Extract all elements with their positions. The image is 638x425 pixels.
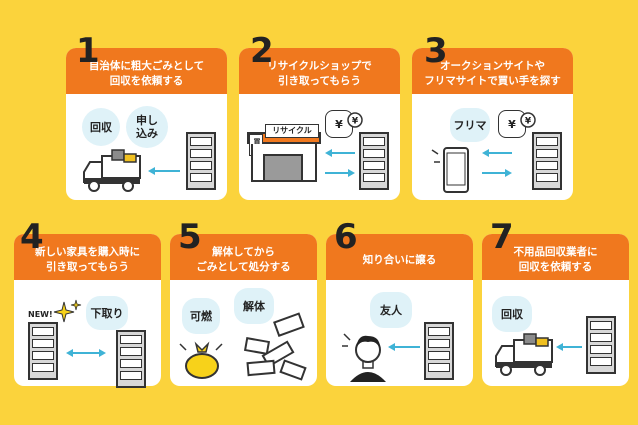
card-4-sparkle-icon	[53, 299, 82, 323]
card-7-bubble-collect: 回収	[492, 296, 532, 332]
card-6-person-icon	[342, 333, 386, 382]
card-6-number: 6	[334, 217, 358, 257]
card-2-fridge-icon	[359, 132, 389, 190]
card-6-arrow-icon	[388, 343, 420, 351]
card-4-bubble-tradein: 下取り	[86, 296, 128, 330]
card-4-swap-arrow-icon	[66, 349, 106, 357]
card-3-bubble-flea: フリマ	[450, 108, 490, 142]
svg-text:¥: ¥	[352, 117, 359, 127]
card-7-title-line1: 不用品回収業者に	[513, 246, 598, 258]
card-4-new-fridge-icon	[28, 322, 58, 380]
card-4-header: 新しい家具を購入時に 引き取ってもらう	[14, 234, 161, 280]
card-3-arrow-left-icon	[482, 149, 512, 157]
svg-text:¥: ¥	[525, 117, 532, 127]
card-5-bubble-burnable: 可燃	[182, 298, 220, 334]
card-3-smartphone-icon	[431, 147, 469, 193]
card-5-bubble-dismantle: 解体	[234, 288, 274, 324]
card-5-number: 5	[178, 217, 202, 257]
card-4-old-fridge-icon	[116, 330, 146, 388]
card-2-arrow-right-icon	[325, 169, 355, 177]
card-6-header: 知り合いに譲る	[326, 234, 473, 280]
card-1: 自治体に粗大ごみとして 回収を依頼する 回収 申し 込み	[66, 48, 227, 200]
card-3-number: 3	[424, 31, 448, 71]
card-2-title-line1: リサイクルショップで	[267, 60, 372, 72]
card-4-number: 4	[20, 217, 44, 257]
card-1-title-line2: 回収を依頼する	[109, 75, 184, 87]
card-7: 不用品回収業者に 回収を依頼する 回収	[482, 234, 629, 386]
card-1-number: 1	[76, 31, 100, 71]
card-7-arrow-icon	[556, 343, 582, 351]
card-6-fridge-icon	[424, 322, 454, 380]
card-1-bubble-collect: 回収	[82, 108, 120, 146]
card-4: 新しい家具を購入時に 引き取ってもらう NEW! 下取り	[14, 234, 161, 388]
card-3: オークションサイトや フリマサイトで買い手を探す フリマ ¥ ¥	[412, 48, 573, 200]
card-3-header: オークションサイトや フリマサイトで買い手を探す	[412, 48, 573, 94]
card-4-title-line2: 引き取ってもらう	[46, 261, 129, 273]
card-4-title-line1: 新しい家具を購入時に	[35, 246, 140, 258]
card-2-title-line2: 引き取ってもらう	[278, 75, 361, 87]
card-6: 知り合いに譲る 友人	[326, 234, 473, 386]
card-3-arrow-right-icon	[482, 169, 512, 177]
card-2-coin-icon: ¥	[347, 112, 363, 128]
card-3-fridge-icon	[532, 132, 562, 190]
card-5-broken-furniture-icon	[243, 312, 307, 381]
card-1-fridge-icon	[186, 132, 216, 190]
card-2-number: 2	[250, 31, 274, 71]
card-7-fridge-icon	[586, 316, 616, 374]
card-5-header: 解体してから ごみとして処分する	[170, 234, 317, 280]
card-7-truck-icon	[495, 333, 553, 376]
card-3-title-line2: フリマサイトで買い手を探す	[424, 75, 561, 87]
card-1-header: 自治体に粗大ごみとして 回収を依頼する	[66, 48, 227, 94]
card-2-shop-sign: リサイクル	[265, 124, 319, 138]
card-2-yen-bubble: ¥	[325, 110, 353, 138]
card-1-title-line1: 自治体に粗大ごみとして	[88, 60, 205, 72]
card-4-new-label: NEW!	[28, 310, 53, 319]
card-2-arrow-left-icon	[325, 149, 355, 157]
card-1-truck-icon	[83, 149, 141, 192]
card-3-coin-icon: ¥	[520, 112, 536, 128]
card-6-bubble-friend: 友人	[370, 292, 412, 328]
card-3-title-line1: オークションサイトや	[440, 60, 545, 72]
card-6-title-line1: 知り合いに譲る	[362, 253, 437, 266]
card-5-title-line2: ごみとして処分する	[196, 261, 291, 273]
card-2: リサイクルショップで 引き取ってもらう リサイクル 買取 ¥ ¥	[239, 48, 400, 200]
card-7-number: 7	[490, 217, 514, 257]
card-5-title-line1: 解体してから	[212, 246, 275, 258]
card-7-header: 不用品回収業者に 回収を依頼する	[482, 234, 629, 280]
card-2-shop-icon: リサイクル 買取	[247, 124, 321, 182]
card-7-title-line2: 回収を依頼する	[518, 261, 593, 273]
card-1-arrow-icon	[148, 167, 180, 175]
card-5: 解体してから ごみとして処分する 可燃 解体	[170, 234, 317, 386]
card-1-bubble-apply: 申し 込み	[126, 106, 168, 148]
card-3-yen-bubble: ¥	[498, 110, 526, 138]
card-5-garbage-bag-icon	[179, 341, 223, 379]
card-2-header: リサイクルショップで 引き取ってもらう	[239, 48, 400, 94]
